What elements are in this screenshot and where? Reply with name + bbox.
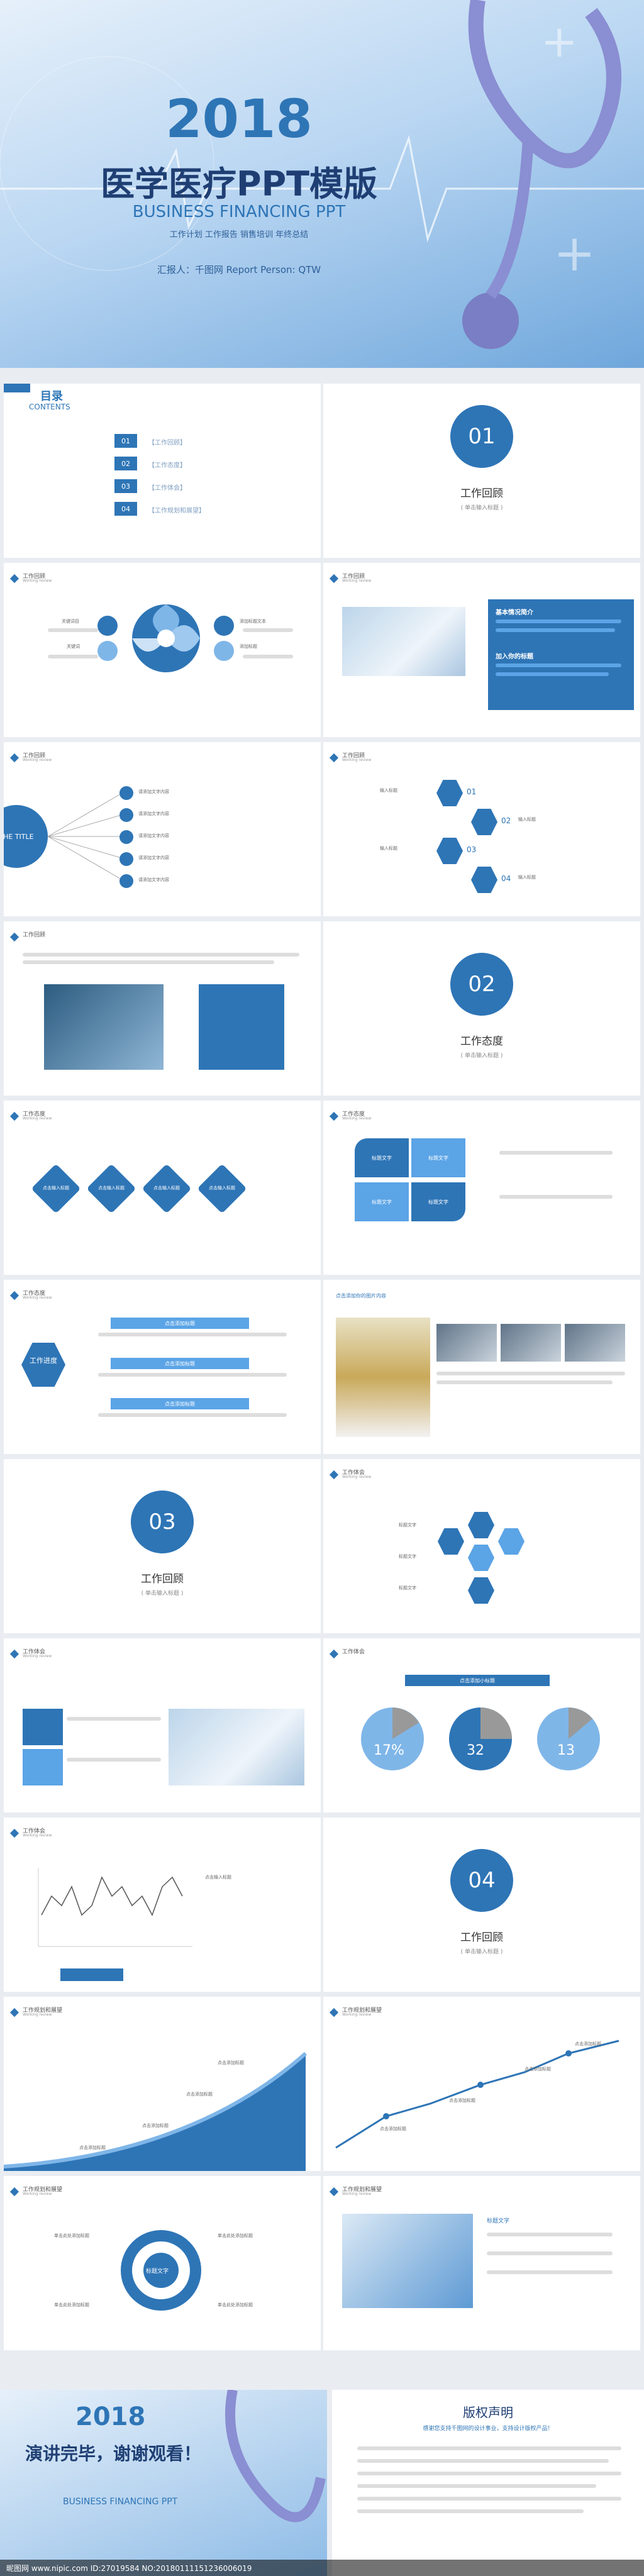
toc-label: 【工作规划和展望】 bbox=[148, 508, 205, 514]
cover-year: 2018 bbox=[165, 88, 313, 150]
cover-reporter: 汇报人：千图网 Report Person: QTW bbox=[157, 264, 321, 275]
cover-title: 医学医疗PPT模版 bbox=[101, 164, 377, 204]
list-item: 请添加文字内容 bbox=[138, 811, 169, 816]
toc-slide: 目录 CONTENTS 01 【工作回顾】 02 【工作态度】 03 【工作体会】 04 【工… bbox=[4, 384, 321, 558]
section-number: 01 bbox=[450, 405, 513, 468]
toc-number: 02 bbox=[114, 457, 137, 470]
step-label: 输入标题 bbox=[380, 788, 397, 793]
progress-bar-label: 点击添加标题 bbox=[111, 1398, 249, 1409]
toc-title: 目录 bbox=[40, 390, 63, 403]
toc-label: 【工作态度】 bbox=[148, 462, 186, 469]
section-sub: ( 单击输入标题 ) bbox=[460, 505, 503, 511]
step-number: 04 bbox=[501, 874, 511, 883]
text-line bbox=[98, 1413, 287, 1417]
progress-bar-label: 点击添加标题 bbox=[111, 1318, 249, 1329]
watermark: 昵图网 www.nipic.com ID:27019584 NO:2018011… bbox=[0, 2560, 644, 2576]
section-title: 工作回顾 bbox=[460, 487, 503, 500]
section-slide-03: 03 工作回顾 ( 单击输入标题 ) bbox=[4, 1459, 321, 1633]
section-slide-01: 01 工作回顾 ( 单击输入标题 ) bbox=[323, 384, 640, 558]
list-dot bbox=[119, 786, 133, 800]
lab-photo bbox=[342, 2214, 473, 2308]
surgeon-photo bbox=[44, 984, 164, 1070]
subtitle-banner: 点击添加小标题 bbox=[405, 1675, 550, 1686]
list-item: 请添加文字内容 bbox=[138, 855, 169, 860]
experience-slide-3: 工作体会 点击添加小标题 17% 32 13 bbox=[323, 1638, 640, 1813]
text-line bbox=[499, 1151, 613, 1155]
svg-text:+: + bbox=[553, 224, 596, 282]
section-slide-02: 02 工作态度 ( 单击输入标题 ) bbox=[323, 921, 640, 1096]
step-label: 输入标题 bbox=[380, 846, 397, 851]
toc-label: 【工作体会】 bbox=[148, 485, 186, 492]
step-hex bbox=[436, 838, 463, 864]
step-label: 输入标题 bbox=[518, 817, 536, 822]
trophy-photo bbox=[336, 1318, 430, 1437]
quad-tile: 标题文字 bbox=[355, 1138, 409, 1177]
copyright-slide: 版权声明 感谢您支持千图网的设计事业，支持设计版权产品！ bbox=[332, 2390, 644, 2576]
list-dot bbox=[119, 808, 133, 822]
line-chart bbox=[38, 1868, 192, 1947]
list-dot bbox=[119, 830, 133, 844]
quad-tile: 标题文字 bbox=[411, 1182, 465, 1221]
list-item: 请添加文字内容 bbox=[138, 789, 169, 794]
text-line bbox=[98, 1373, 287, 1377]
step-number: 02 bbox=[501, 816, 511, 825]
diamond-label: 点击输入标题 bbox=[98, 1185, 125, 1191]
quad-tile: 标题文字 bbox=[411, 1138, 465, 1177]
progress-hex bbox=[21, 1343, 65, 1387]
list-dot bbox=[119, 852, 133, 866]
progress-bar-label: 点击添加标题 bbox=[111, 1358, 249, 1369]
cover-tags: 工作计划 工作报告 销售培训 年终总结 bbox=[169, 230, 309, 240]
end-slide: 2018 演讲完毕，谢谢观看！ BUSINESS FINANCING PPT bbox=[0, 2390, 327, 2576]
heartbeat-line: + + bbox=[0, 16, 644, 282]
review-slide-5: 工作回顾 bbox=[4, 921, 321, 1096]
quad-tile: 标题文字 bbox=[355, 1182, 409, 1221]
step-number: 01 bbox=[467, 787, 477, 796]
cover-subtitle: BUSINESS FINANCING PPT bbox=[132, 203, 346, 221]
section-slide-04: 04 工作回顾 ( 单击输入标题 ) bbox=[323, 1818, 640, 1992]
step-hex bbox=[471, 867, 497, 893]
toc-en: CONTENTS bbox=[29, 402, 70, 411]
list-dot bbox=[119, 874, 133, 888]
step-hex bbox=[436, 780, 463, 806]
step-number: 03 bbox=[467, 845, 477, 854]
attitude-slide-4: 点击添加你的图片内容 bbox=[323, 1280, 640, 1454]
toc-number: 01 bbox=[114, 434, 137, 448]
stethoscope-photo bbox=[169, 1709, 304, 1785]
swirl-diagram bbox=[97, 604, 234, 672]
diamond-label: 点击输入标题 bbox=[209, 1185, 235, 1191]
list-item: 请添加文字内容 bbox=[138, 833, 169, 838]
list-item: 请添加文字内容 bbox=[138, 877, 169, 882]
svg-text:+: + bbox=[541, 16, 578, 67]
diamond-label: 点击输入标题 bbox=[153, 1185, 180, 1191]
cover-slide: + + 2018 医学医疗PPT模版 BUSINESS FINANCING PP… bbox=[0, 0, 644, 368]
diamond-label: 点击输入标题 bbox=[43, 1185, 69, 1191]
doctor-photo bbox=[342, 607, 465, 676]
toc-label: 【工作回顾】 bbox=[148, 440, 186, 447]
text-line bbox=[499, 1195, 613, 1199]
stethoscope-icon bbox=[462, 0, 621, 349]
toc-number: 03 bbox=[114, 479, 137, 493]
toc-number: 04 bbox=[114, 502, 137, 516]
text-line bbox=[98, 1333, 287, 1336]
step-hex bbox=[471, 809, 497, 835]
step-label: 输入标题 bbox=[518, 875, 536, 880]
